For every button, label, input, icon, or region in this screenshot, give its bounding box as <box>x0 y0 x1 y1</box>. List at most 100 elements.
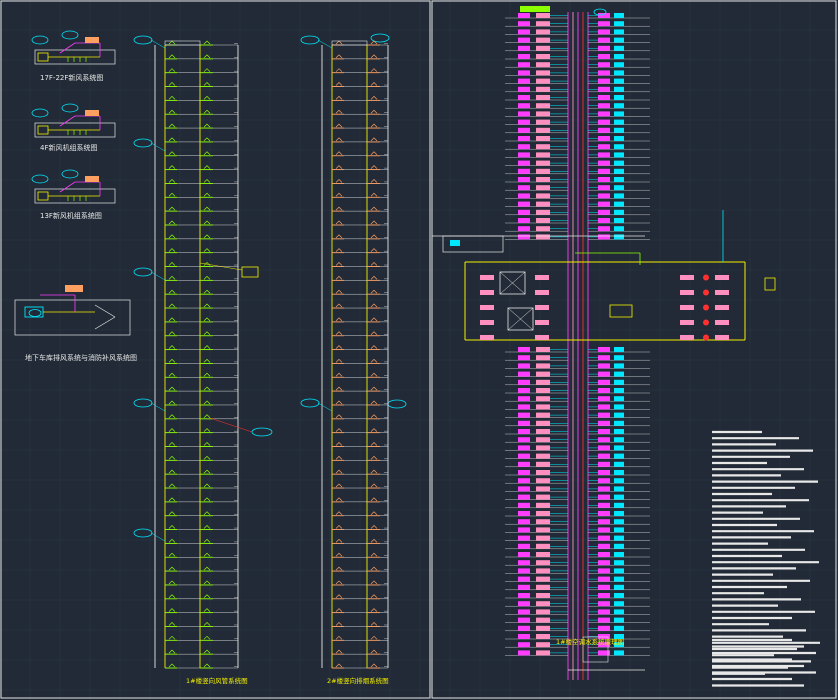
fan-coil <box>518 193 530 199</box>
diffuser-mark <box>335 68 343 72</box>
diffuser-mark <box>335 414 343 419</box>
diffuser-mark <box>370 608 378 612</box>
fan-coil <box>536 29 550 35</box>
fan-coil <box>518 177 530 182</box>
fan-coil <box>536 568 550 574</box>
diffuser-mark <box>203 414 211 419</box>
fan-coil <box>536 609 550 615</box>
fan-coil <box>536 511 550 516</box>
fan-coil <box>536 347 550 352</box>
diffuser-mark <box>335 303 343 308</box>
fan-coil <box>598 29 610 35</box>
roof-unit <box>331 40 368 46</box>
fan-coil <box>518 347 530 352</box>
diffuser-mark <box>335 275 343 280</box>
fan-coil <box>518 86 530 92</box>
fan-coil <box>518 494 530 500</box>
fan-coil <box>614 609 624 615</box>
diffuser-mark <box>370 358 378 363</box>
fan-coil <box>518 37 530 43</box>
diffuser-mark <box>370 635 378 640</box>
diffuser-mark <box>370 525 378 529</box>
unit-outline <box>34 49 116 65</box>
diffuser-mark <box>335 649 343 654</box>
unit-outline <box>34 122 116 138</box>
diffuser-mark <box>370 483 378 488</box>
tag-bubble <box>387 399 407 409</box>
tag-bubble <box>31 174 49 184</box>
fan-coil <box>598 226 610 232</box>
diffuser-mark <box>168 220 176 225</box>
system-diagram-title: 17F-22F新风系统图 <box>40 73 103 82</box>
diffuser-mark <box>370 151 378 156</box>
fan-coil <box>518 625 530 631</box>
fan-coil <box>614 160 624 166</box>
fan-coil <box>598 511 610 516</box>
fan-coil <box>598 177 610 182</box>
fan-coil <box>536 445 550 451</box>
fan-coil <box>598 193 610 199</box>
fan-coil <box>598 396 610 402</box>
fan-coil <box>536 502 550 508</box>
diffuser-mark <box>370 649 378 654</box>
diffuser-mark <box>168 608 176 612</box>
fan-coil <box>598 78 610 84</box>
diffuser-mark <box>168 566 176 571</box>
fan-coil <box>614 103 624 109</box>
diffuser-mark <box>168 192 176 197</box>
fan-coil <box>614 95 624 100</box>
tag-bubble <box>61 30 79 40</box>
diffuser-mark <box>335 262 343 266</box>
fan-coil <box>598 642 610 648</box>
fan-coil <box>598 371 610 377</box>
tag-bubble <box>28 309 42 317</box>
fan-coil <box>614 144 624 150</box>
heat-exchanger <box>609 304 633 318</box>
fan-coil <box>536 363 550 369</box>
fan-coil <box>536 144 550 150</box>
diffuser-mark <box>203 441 211 446</box>
pump-unit <box>680 335 694 340</box>
fan-coil <box>518 119 530 125</box>
diffuser-mark <box>168 469 176 474</box>
fan-coil <box>598 234 610 240</box>
pump-unit <box>480 305 494 310</box>
diffuser-mark <box>168 165 176 169</box>
fan-coil <box>518 152 530 158</box>
diffuser-mark <box>168 441 176 446</box>
fan-coil <box>536 136 550 141</box>
fan-coil <box>518 404 530 410</box>
fan-coil <box>614 593 624 598</box>
fan-coil <box>598 593 610 598</box>
diffuser-mark <box>168 82 176 86</box>
fan-coil <box>614 371 624 377</box>
fan-coil <box>536 234 550 240</box>
system-diagram-title: 13F新风机组系统图 <box>40 211 102 220</box>
fan-coil <box>518 478 530 484</box>
diffuser-mark <box>203 594 211 599</box>
pump-unit <box>680 275 694 280</box>
diffuser-mark <box>203 82 211 86</box>
fan-coil <box>598 363 610 369</box>
diffuser-mark <box>370 414 378 419</box>
diffuser-mark <box>203 511 211 515</box>
riser-diagram-left <box>133 33 407 669</box>
diffuser-mark <box>370 372 378 377</box>
diffuser-mark <box>335 82 343 86</box>
fan-coil <box>598 478 610 484</box>
diffuser-mark <box>168 497 176 502</box>
fan-coil <box>614 511 624 516</box>
fan-coil <box>614 437 624 443</box>
fan-coil <box>614 226 624 232</box>
equipment-box <box>582 636 609 663</box>
diffuser-mark <box>203 234 211 239</box>
diffuser-mark <box>370 123 378 128</box>
tag-bubble <box>300 35 320 45</box>
fan-coil <box>614 404 624 410</box>
fan-coil <box>614 119 624 125</box>
fan-coil <box>536 127 550 133</box>
diffuser-mark <box>168 262 176 266</box>
diffuser-mark <box>168 331 176 335</box>
diffuser-mark <box>370 580 378 585</box>
fan-coil <box>518 78 530 84</box>
